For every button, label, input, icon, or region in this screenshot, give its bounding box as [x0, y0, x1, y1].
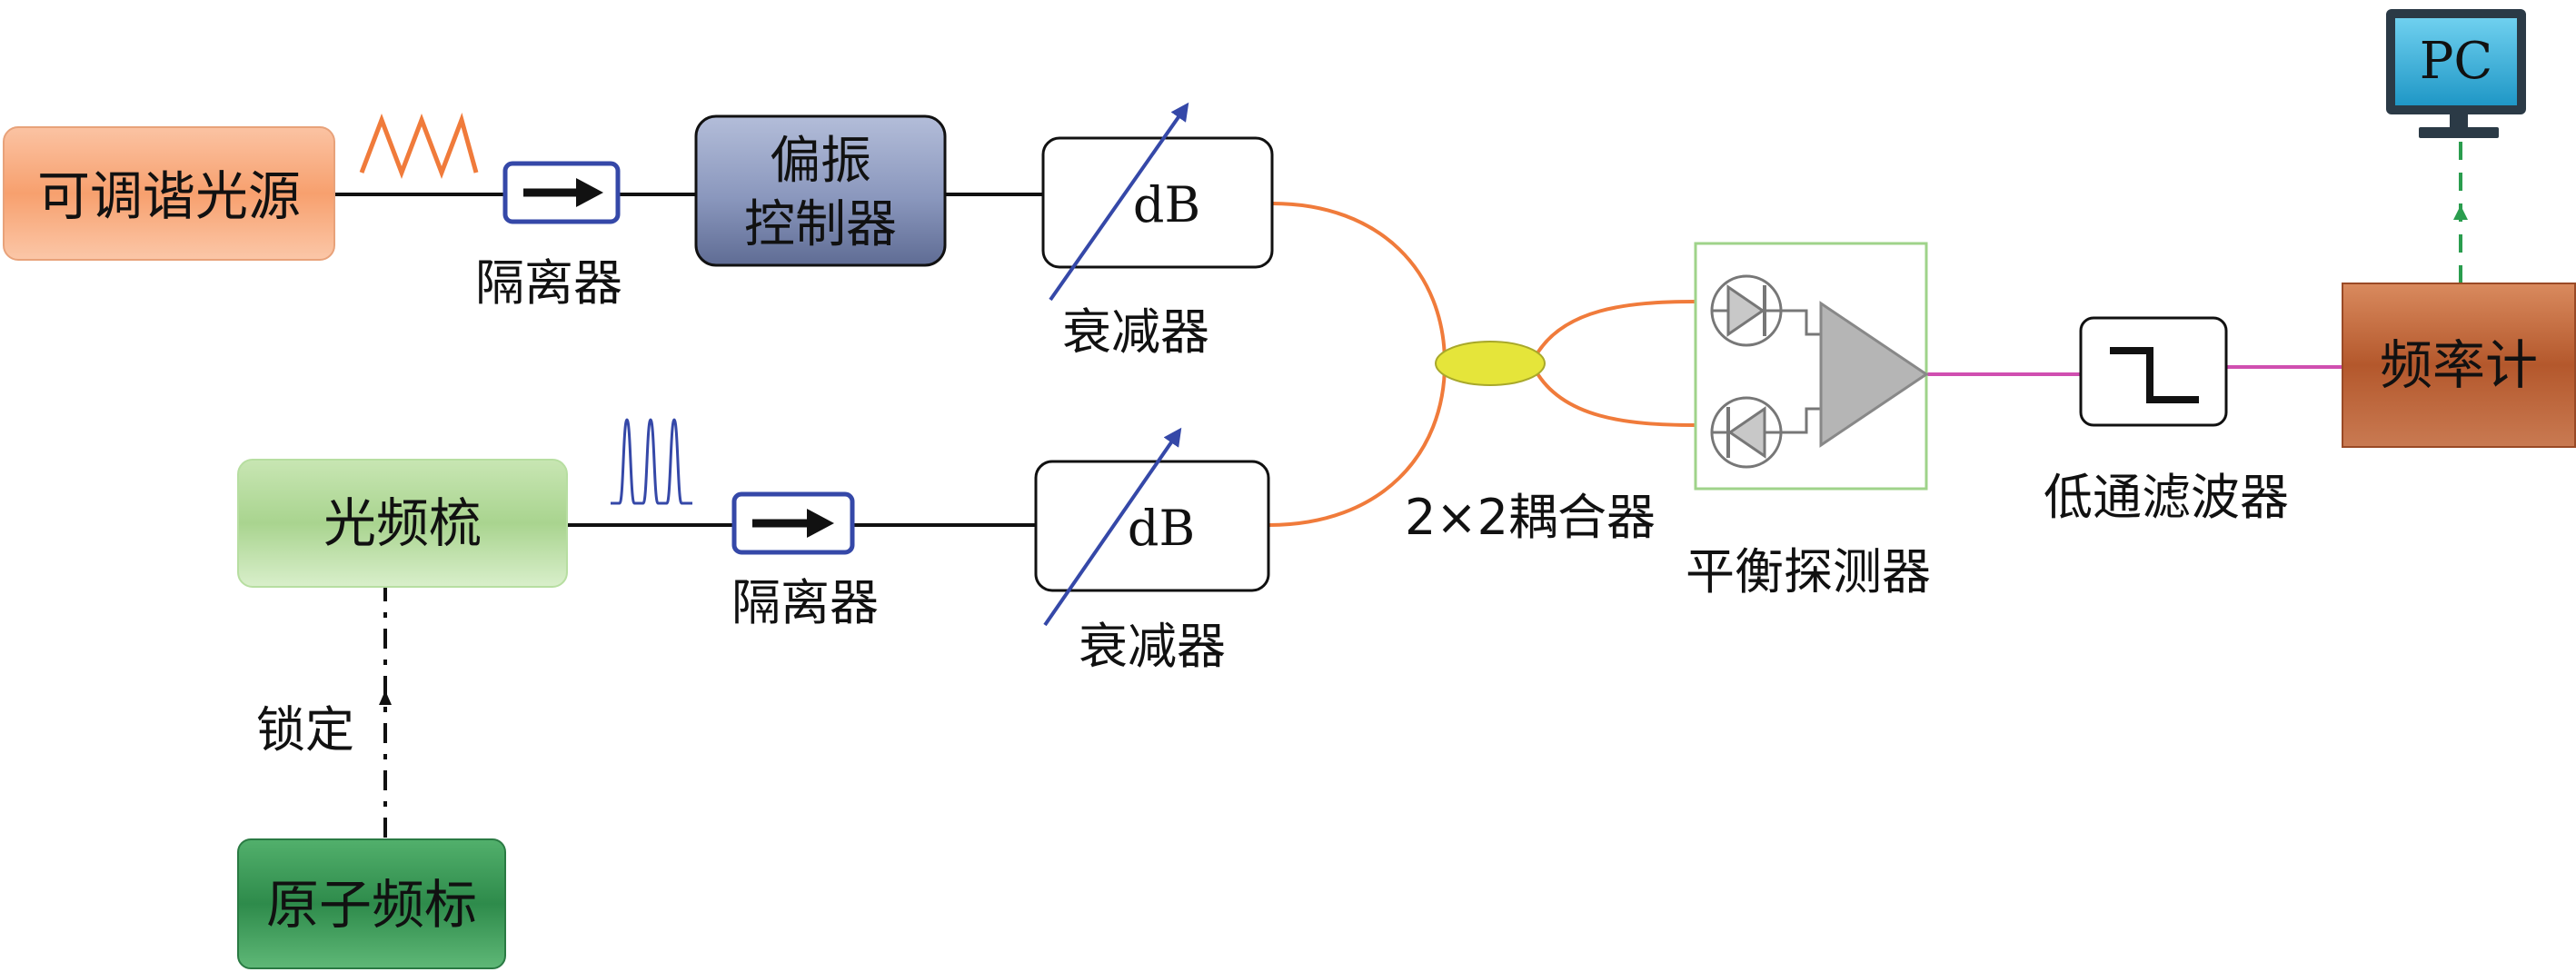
polarization-controller-block: 偏振 控制器 — [694, 114, 947, 267]
isolator-top-arrow-icon — [576, 178, 603, 207]
isolator-top — [502, 161, 621, 224]
atomic-reference-block: 原子频标 — [237, 838, 506, 969]
attenuator-top-label: 衰减器 — [1062, 303, 1209, 361]
fiber-coupler-to-detector-top — [1534, 300, 1696, 358]
lock-label: 锁定 — [256, 701, 354, 759]
atomic-reference-label: 原子频标 — [266, 874, 477, 936]
photodiode-top-icon — [1710, 274, 1783, 347]
fiber-attenuator-bottom-to-coupler — [1268, 362, 1447, 527]
attenuator-top-block: dB — [1041, 102, 1274, 302]
polarization-controller-line1: 偏振 — [770, 132, 871, 191]
attenuator-bottom-label: 衰减器 — [1079, 618, 1226, 675]
isolator-bottom — [731, 491, 855, 555]
fiber-coupler-to-detector-bottom — [1534, 369, 1696, 427]
amplifier-icon — [1819, 301, 1929, 448]
attenuator-bottom-adjust-arrow — [1043, 427, 1182, 627]
coupler-2x2 — [1435, 341, 1546, 386]
balanced-detector-label: 平衡探测器 — [1686, 543, 1931, 600]
comb-pulses-icon — [611, 418, 692, 505]
triangle-wave-icon — [359, 112, 479, 180]
isolator-top-label: 隔离器 — [475, 254, 622, 312]
low-pass-step-icon — [2110, 347, 2199, 403]
pc-monitor-icon: PC — [2386, 9, 2526, 138]
balanced-detector-block — [1694, 242, 1929, 491]
frequency-comb-label: 光频梳 — [323, 492, 482, 554]
frequency-counter-label: 频率计 — [2380, 334, 2538, 396]
photodiode-bottom-icon — [1710, 396, 1783, 469]
attenuator-bottom-unit: dB — [1128, 500, 1195, 557]
tunable-laser-label: 可调谐光源 — [37, 165, 301, 227]
frequency-comb-block: 光频梳 — [237, 459, 568, 588]
isolator-bottom-arrow-icon — [807, 509, 834, 538]
frequency-counter-block: 频率计 — [2342, 283, 2576, 448]
attenuator-bottom-block: dB — [1034, 427, 1270, 627]
low-pass-filter-label: 低通滤波器 — [2044, 469, 2289, 526]
attenuator-top-adjust-arrow — [1049, 102, 1189, 302]
isolator-bottom-label: 隔离器 — [731, 574, 879, 631]
low-pass-filter-block — [2079, 316, 2228, 427]
polarization-controller-line2: 控制器 — [744, 195, 897, 254]
link-arrowhead-pc — [2453, 205, 2468, 220]
fiber-attenuator-top-to-coupler — [1271, 202, 1447, 364]
coupler-label: 2×2耦合器 — [1405, 489, 1656, 546]
tunable-laser-block: 可调谐光源 — [3, 126, 335, 261]
attenuator-top-unit: dB — [1133, 176, 1200, 233]
lock-arrowhead — [379, 690, 392, 705]
pc-label: PC — [2420, 32, 2493, 91]
